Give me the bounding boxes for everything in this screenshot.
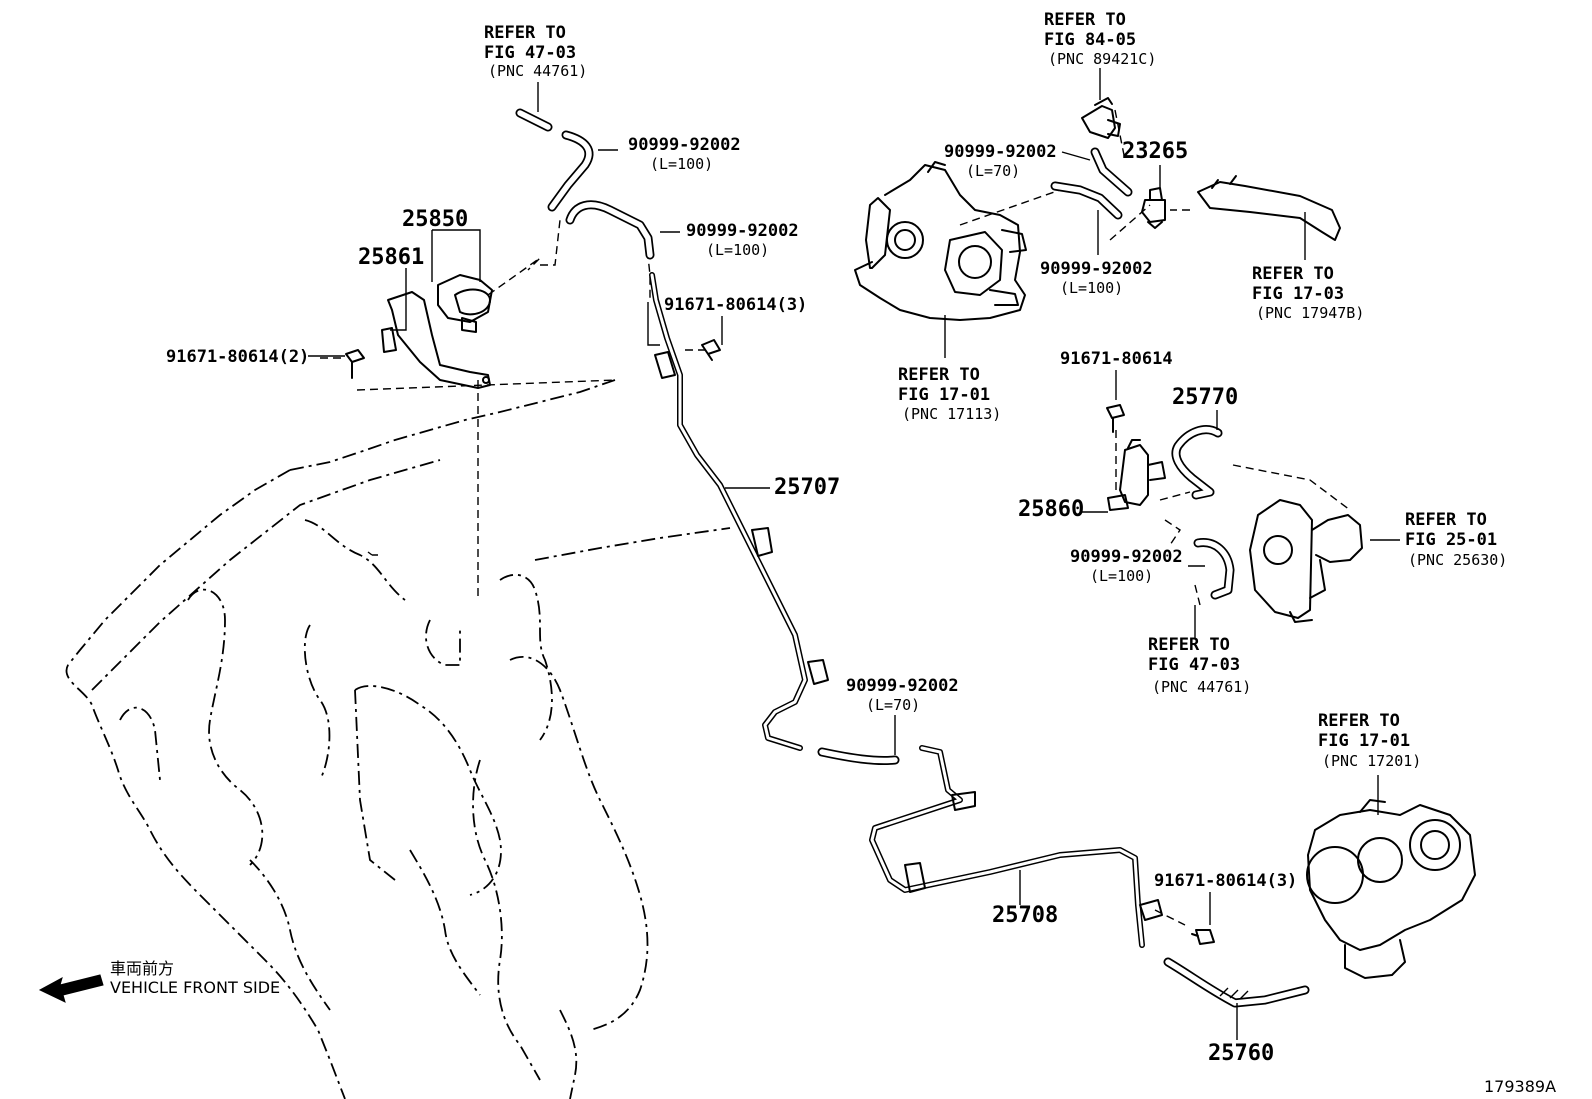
ref-fig-17-03: REFER TO FIG 17-03 (PNC 17947B) bbox=[1252, 264, 1364, 322]
hose-part-number: 90999-92002 bbox=[628, 135, 741, 155]
front-arrow-icon bbox=[38, 974, 104, 1003]
ref-line-2: FIG 47-03 bbox=[484, 43, 576, 63]
hose-label-3: 90999-92002 (L=70) bbox=[944, 142, 1057, 180]
part-number-25861: 25861 bbox=[358, 245, 424, 270]
ref-line-3: (PNC 44761) bbox=[488, 62, 587, 80]
hose-part-number: 90999-92002 bbox=[1040, 259, 1153, 279]
part-number-25860: 25860 bbox=[1018, 497, 1084, 522]
ref-line-1: REFER TO bbox=[484, 23, 566, 43]
bolt-label-1: 91671-80614(3) bbox=[664, 295, 807, 315]
part-number-23265: 23265 bbox=[1122, 139, 1188, 164]
vehicle-front-indicator: 車両前方 VEHICLE FRONT SIDE bbox=[38, 959, 280, 1003]
ref-fig-84-05: REFER TO FIG 84-05 (PNC 89421C) bbox=[1044, 10, 1156, 68]
throttle-body-17113 bbox=[854, 161, 1027, 321]
hose-part-number: 90999-92002 bbox=[944, 142, 1057, 162]
ref-line-2: FIG 25-01 bbox=[1405, 530, 1497, 550]
pipe-25707 bbox=[649, 272, 829, 751]
ref-line-1: REFER TO bbox=[1044, 10, 1126, 30]
hose-label-2: 90999-92002 (L=100) bbox=[686, 221, 799, 259]
ref-line-2: FIG 17-01 bbox=[898, 385, 990, 405]
ref-line-1: REFER TO bbox=[1252, 264, 1334, 284]
bolt-label-2: 91671-80614(2) bbox=[166, 347, 309, 367]
bolt-label-3: 91671-80614 bbox=[1060, 349, 1173, 369]
bolt-label-4: 91671-80614(3) bbox=[1154, 871, 1297, 891]
hose-label-5: 90999-92002 (L=100) bbox=[1070, 547, 1183, 585]
direction-label-en: VEHICLE FRONT SIDE bbox=[110, 978, 280, 997]
figure-id: 179389A bbox=[1484, 1077, 1556, 1096]
assembly-guide-lines bbox=[320, 109, 1351, 926]
ref-line-1: REFER TO bbox=[1318, 711, 1400, 731]
part-number-25850: 25850 bbox=[402, 207, 468, 232]
bolts bbox=[345, 339, 1215, 945]
ref-line-1: REFER TO bbox=[1148, 635, 1230, 655]
ref-line-3: (PNC 25630) bbox=[1408, 551, 1507, 569]
vsv-25850-assembly bbox=[381, 274, 493, 389]
ref-line-3: (PNC 17201) bbox=[1322, 752, 1421, 770]
ref-line-3: (PNC 17947B) bbox=[1256, 304, 1364, 322]
hose-length: (L=100) bbox=[706, 241, 769, 259]
hose-part-number: 90999-92002 bbox=[1070, 547, 1183, 567]
ref-fig-47-03-top: REFER TO FIG 47-03 (PNC 44761) bbox=[484, 23, 587, 80]
hose-label-4: 90999-92002 (L=100) bbox=[1040, 259, 1153, 297]
ref-line-3: (PNC 17113) bbox=[902, 405, 1001, 423]
hose-length: (L=100) bbox=[1060, 279, 1123, 297]
hoses bbox=[515, 108, 1310, 1008]
hose-length: (L=100) bbox=[1090, 567, 1153, 585]
hose-part-number: 90999-92002 bbox=[686, 221, 799, 241]
ref-line-1: REFER TO bbox=[898, 365, 980, 385]
vsv-25860 bbox=[1107, 439, 1166, 511]
ref-fig-25-01: REFER TO FIG 25-01 (PNC 25630) bbox=[1405, 510, 1507, 569]
sensor-89421c bbox=[1081, 97, 1121, 139]
hose-length: (L=70) bbox=[866, 696, 920, 714]
hose-part-number: 90999-92002 bbox=[846, 676, 959, 696]
ref-line-1: REFER TO bbox=[1405, 510, 1487, 530]
bracket-17947b bbox=[1197, 175, 1341, 241]
hose-length: (L=100) bbox=[650, 155, 713, 173]
ref-line-3: (PNC 89421C) bbox=[1048, 50, 1156, 68]
hose-label-1: 90999-92002 (L=100) bbox=[628, 135, 741, 173]
hose-label-6: 90999-92002 (L=70) bbox=[846, 676, 959, 714]
actuator-25630 bbox=[1249, 499, 1363, 623]
component-23265 bbox=[1141, 187, 1166, 229]
engine-block-outline bbox=[65, 379, 731, 1099]
part-number-25770: 25770 bbox=[1172, 385, 1238, 410]
ref-line-3: (PNC 44761) bbox=[1152, 678, 1251, 696]
part-number-25707: 25707 bbox=[774, 475, 840, 500]
ref-line-2: FIG 17-03 bbox=[1252, 284, 1344, 304]
hose-length: (L=70) bbox=[966, 162, 1020, 180]
ref-fig-17-01-right: REFER TO FIG 17-01 (PNC 17201) bbox=[1318, 711, 1421, 770]
leader-lines bbox=[308, 68, 1400, 1040]
ref-fig-47-03-mid: REFER TO FIG 47-03 (PNC 44761) bbox=[1148, 635, 1251, 696]
ref-line-2: FIG 47-03 bbox=[1148, 655, 1240, 675]
ref-fig-17-01-top: REFER TO FIG 17-01 (PNC 17113) bbox=[898, 365, 1001, 423]
ref-line-2: FIG 84-05 bbox=[1044, 30, 1136, 50]
part-number-25760: 25760 bbox=[1208, 1041, 1274, 1066]
pipe-25708 bbox=[869, 745, 1163, 948]
part-number-25708: 25708 bbox=[992, 903, 1058, 928]
turbocharger-17201 bbox=[1306, 799, 1476, 979]
ref-line-2: FIG 17-01 bbox=[1318, 731, 1410, 751]
direction-label-jp: 車両前方 bbox=[110, 959, 174, 978]
